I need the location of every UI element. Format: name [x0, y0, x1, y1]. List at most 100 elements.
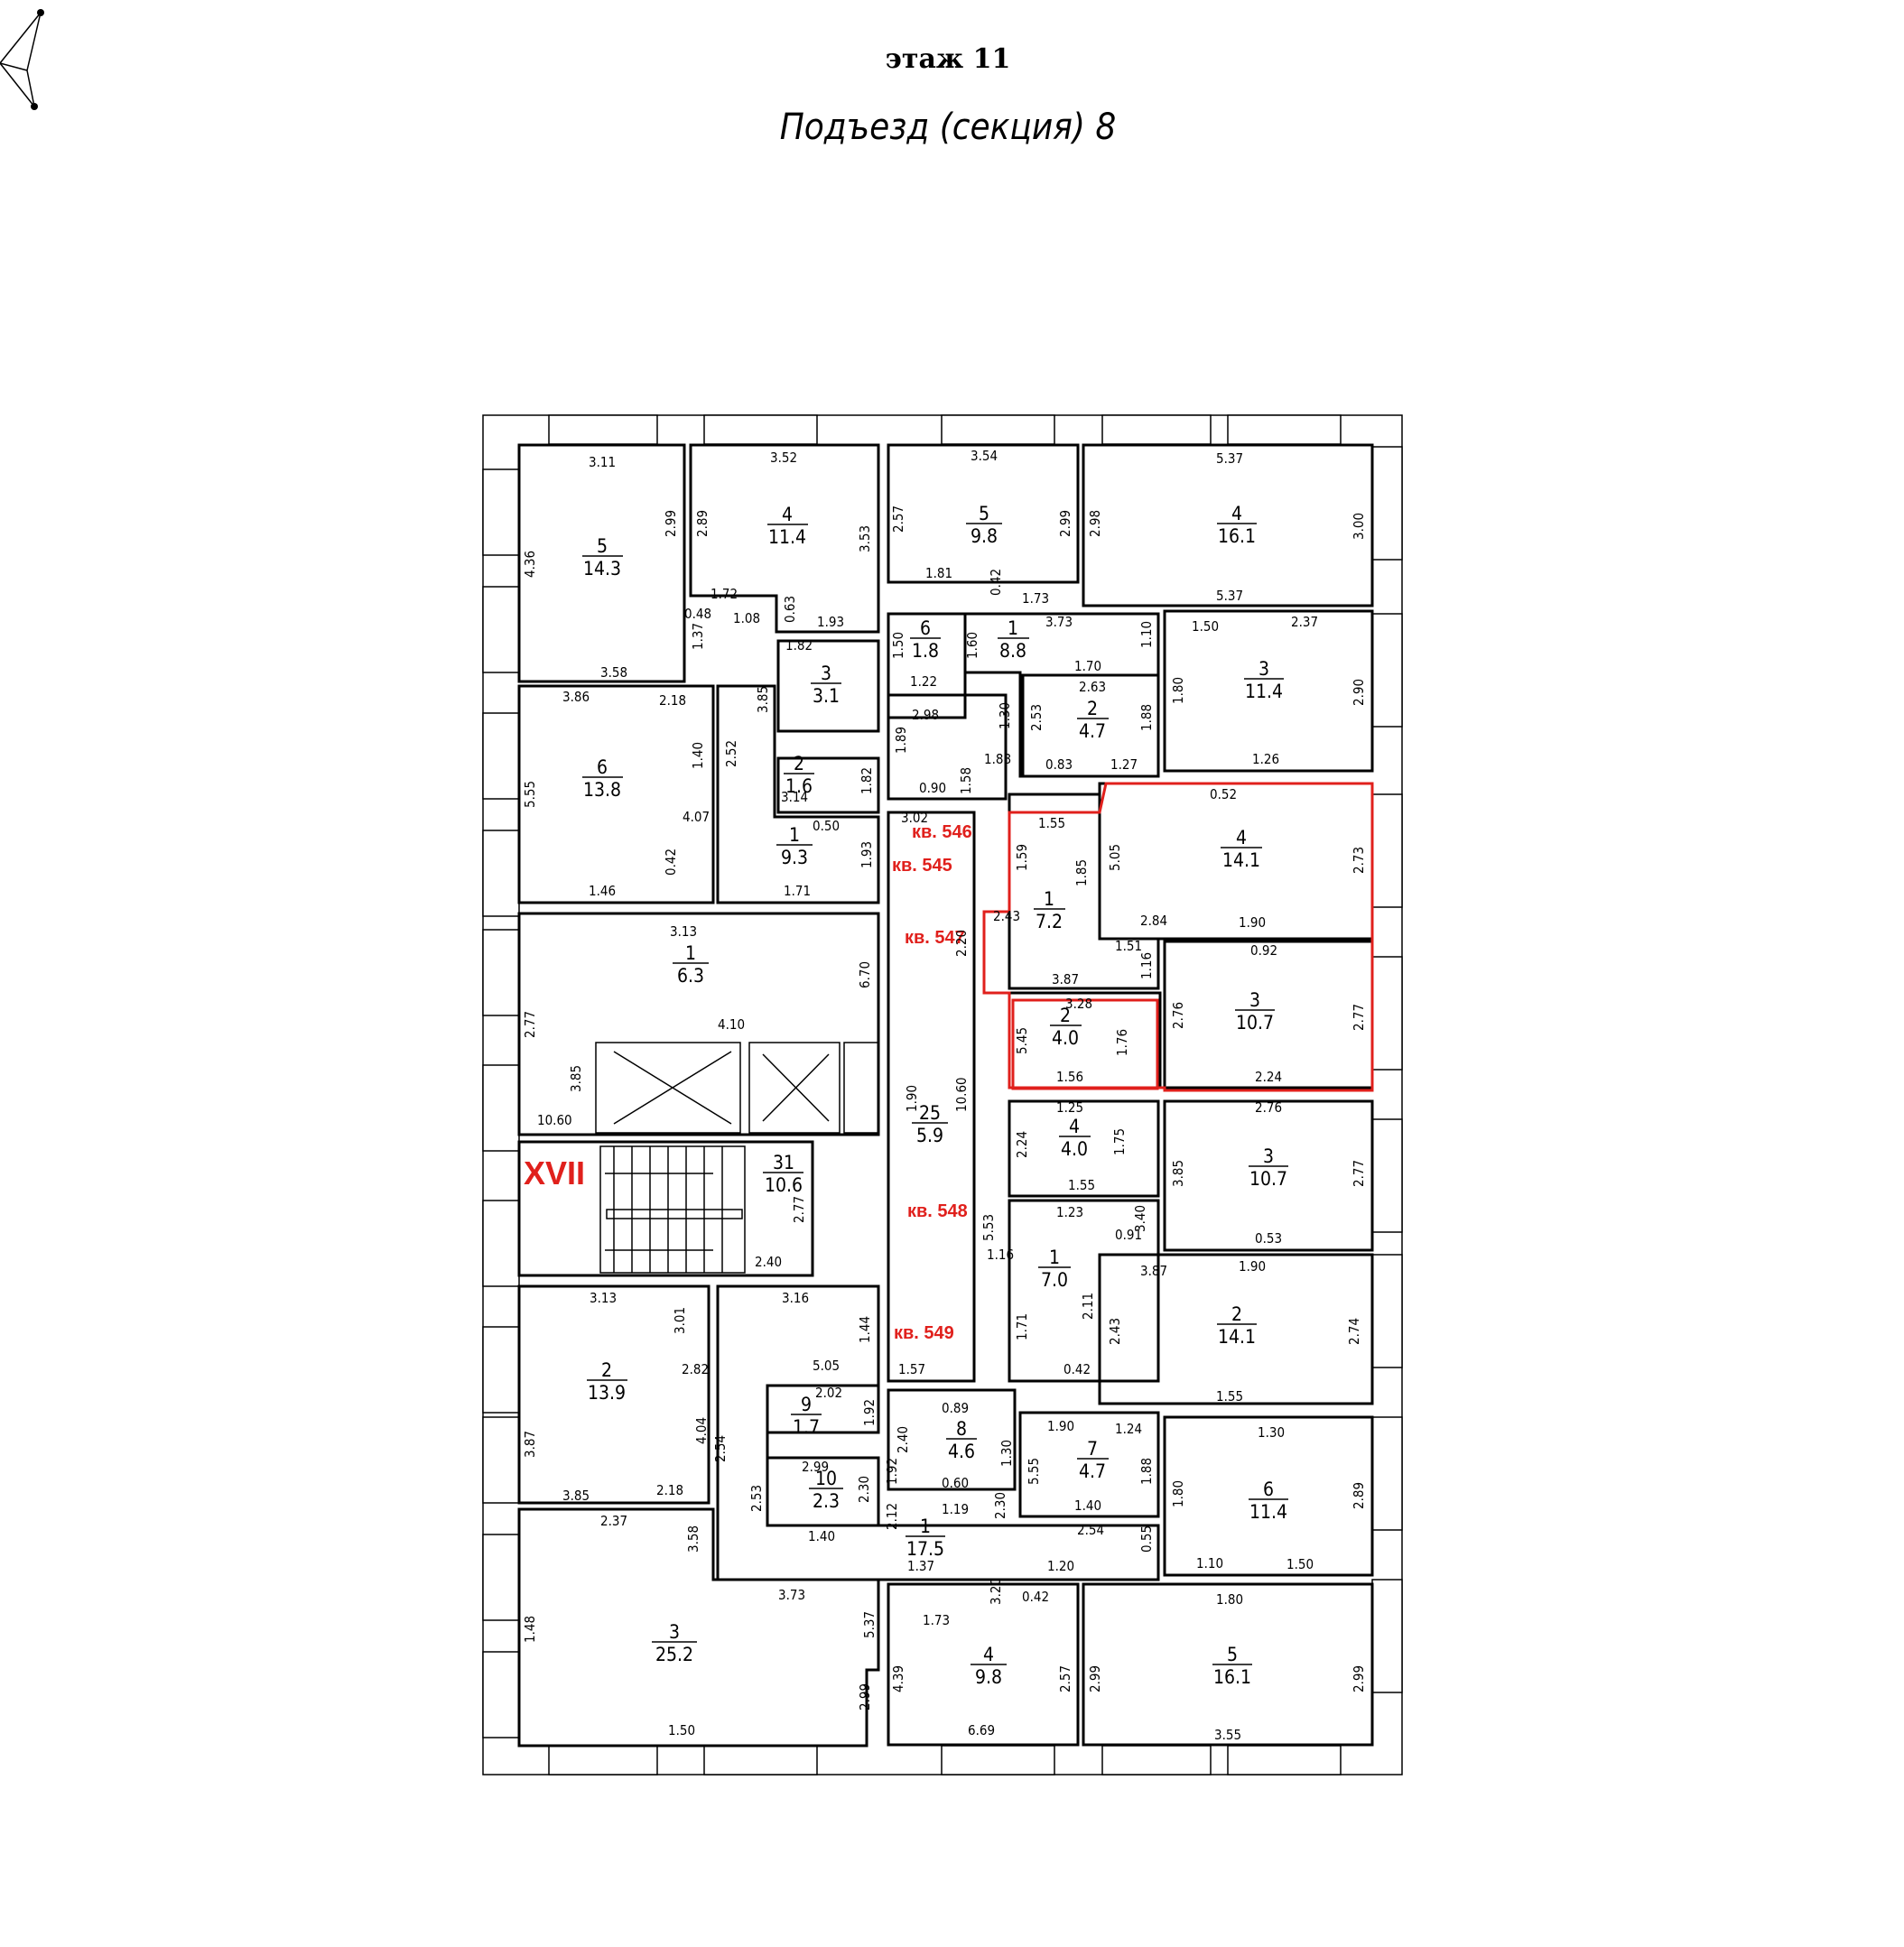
dimension-label: 1.85 — [1073, 859, 1090, 886]
room-number: 5 — [597, 535, 608, 557]
room-area: 6.3 — [677, 965, 704, 987]
room-label: 213.9 — [587, 1359, 627, 1404]
room-label: 49.8 — [971, 1644, 1007, 1688]
room-area: 7.0 — [1041, 1269, 1068, 1291]
room-number: 4 — [1231, 503, 1242, 524]
dimension-label: 1.80 — [1170, 1480, 1186, 1507]
dimension-label: 3.54 — [971, 448, 998, 464]
room-label: 255.9 — [912, 1102, 948, 1146]
room-area: 14.1 — [1222, 849, 1260, 871]
room-label: 414.1 — [1221, 827, 1262, 871]
dimension-label: 2.24 — [1014, 1131, 1030, 1158]
apartment-label-548: кв. 548 — [907, 1201, 968, 1221]
room-area: 13.8 — [583, 779, 621, 801]
dimension-label: 2.57 — [890, 505, 906, 533]
room-number: 9 — [801, 1394, 812, 1415]
dimension-label: 10.60 — [953, 1077, 970, 1112]
dimension-label: 3.85 — [568, 1065, 584, 1092]
dimension-label: 2.76 — [1255, 1099, 1282, 1116]
dimension-label: 3.14 — [781, 789, 808, 805]
dimension-label: 3.55 — [1214, 1727, 1241, 1743]
dimension-label: 0.42 — [663, 848, 679, 876]
dimension-label: 2.74 — [1346, 1318, 1362, 1345]
dimension-label: 3.11 — [589, 454, 616, 470]
dimension-label: 1.55 — [1038, 815, 1065, 831]
room-label: 24.0 — [1050, 1005, 1082, 1049]
room-label: 416.1 — [1217, 503, 1257, 547]
dimension-label: 1.16 — [987, 1247, 1014, 1263]
building-outline — [482, 414, 1403, 1775]
room-area: 11.4 — [768, 526, 806, 548]
dimension-label: 2.57 — [1057, 1665, 1073, 1692]
room-number: 3 — [1258, 658, 1269, 680]
dimension-label: 1.51 — [1115, 938, 1142, 954]
dimension-label: 1.50 — [668, 1722, 695, 1738]
dimension-label: 1.22 — [910, 673, 937, 690]
room-area: 25.2 — [655, 1644, 693, 1665]
dimension-label: 2.11 — [1080, 1293, 1096, 1320]
dimension-label: 2.73 — [1351, 847, 1367, 874]
room-label: 117.5 — [906, 1516, 945, 1560]
room-label: 311.4 — [1244, 658, 1284, 702]
dimension-label: 2.84 — [1140, 913, 1167, 929]
dimension-label: 3.73 — [778, 1587, 805, 1603]
dimension-label: 1.71 — [1014, 1313, 1030, 1340]
dimension-label: 2.77 — [791, 1196, 807, 1223]
dimension-label: 1.73 — [1022, 590, 1049, 607]
room-area: 13.9 — [588, 1382, 626, 1404]
room-number: 2 — [794, 753, 804, 774]
dimension-label: 2.99 — [857, 1683, 873, 1711]
room-number: 1 — [789, 824, 800, 846]
dimension-label: 1.44 — [857, 1316, 873, 1343]
room-labels: 514.3 411.4 59.8 416.1 61.8 18.8 33.1 24… — [582, 503, 1288, 1688]
dimension-label: 2.77 — [1351, 1004, 1367, 1031]
dimension-label: 2.43 — [993, 908, 1020, 924]
dimension-label: 1.73 — [923, 1612, 950, 1628]
staircase — [599, 1145, 746, 1274]
dimension-label: 1.30 — [998, 1440, 1015, 1467]
dimension-label: 4.10 — [718, 1016, 745, 1033]
dimension-label: 2.43 — [1107, 1318, 1123, 1345]
room-number: 2 — [601, 1359, 612, 1381]
dimension-label: 5.37 — [1216, 450, 1243, 467]
room-number: 1 — [685, 942, 696, 964]
dimension-label: 5.37 — [861, 1611, 878, 1638]
dimension-label: 1.90 — [1239, 914, 1266, 931]
dimension-label: 0.83 — [1045, 756, 1073, 773]
room-label: 17.0 — [1038, 1247, 1071, 1291]
dimension-label: 2.99 — [1351, 1665, 1367, 1692]
dimension-label: 5.45 — [1014, 1027, 1030, 1054]
dimension-label: 2.24 — [1255, 1069, 1282, 1085]
room-area: 11.4 — [1249, 1501, 1287, 1523]
room-area: 4.7 — [1079, 720, 1106, 742]
dimension-label: 2.98 — [1087, 510, 1103, 537]
dimension-label: 1.30 — [997, 702, 1013, 729]
room-label: 24.7 — [1077, 698, 1109, 742]
room-number: 2 — [1060, 1005, 1071, 1026]
room-number: 2 — [1087, 698, 1098, 719]
room-area: 9.8 — [975, 1666, 1002, 1688]
room-label: 16.3 — [673, 942, 709, 987]
room-area: 16.1 — [1213, 1666, 1251, 1688]
walls — [517, 443, 1374, 1748]
dimension-label: 1.82 — [859, 767, 875, 794]
dimension-label: 2.77 — [522, 1011, 538, 1038]
dimension-label: 2.02 — [815, 1385, 842, 1401]
dimension-label: 3.13 — [670, 923, 697, 940]
dimension-label: 1.56 — [1056, 1069, 1083, 1085]
dimension-label: 2.30 — [856, 1476, 872, 1503]
room-label: 310.7 — [1249, 1145, 1288, 1190]
dimension-label: 1.93 — [859, 841, 875, 868]
dimension-label: 0.60 — [942, 1475, 969, 1491]
room-area: 14.3 — [583, 558, 621, 579]
room-area: 1.7 — [793, 1416, 820, 1438]
room-area: 10.7 — [1249, 1168, 1287, 1190]
dimension-label: 1.50 — [1192, 618, 1219, 635]
room-area: 2.3 — [813, 1490, 840, 1512]
room-number: 1 — [1044, 888, 1054, 910]
dimension-label: 0.89 — [942, 1400, 969, 1416]
compass-icon — [0, 9, 44, 110]
dimension-label: 2.98 — [912, 707, 939, 723]
dimension-label: 3.01 — [672, 1307, 688, 1334]
